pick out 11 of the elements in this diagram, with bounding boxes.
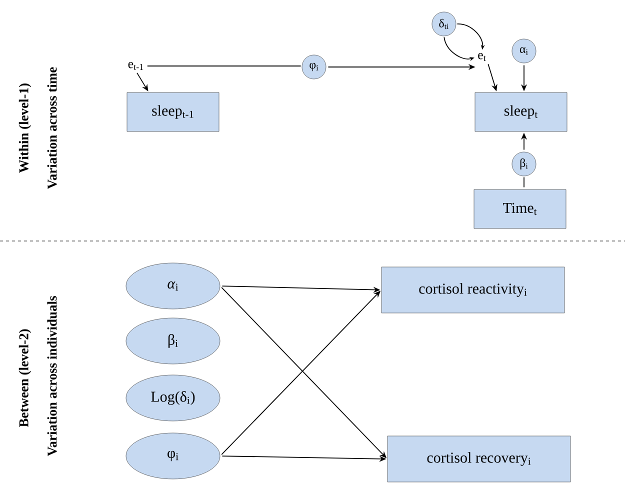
variable-label: e$_{t}$	[478, 52, 486, 61]
variable-label: e$_{t-1}$	[128, 62, 144, 70]
side-label: Variation across time	[47, 67, 57, 189]
side-label: Variation across individuals	[47, 296, 57, 456]
side-label: Within (level-1)	[18, 84, 32, 173]
variable-box: sleep$_{t}$	[474, 92, 568, 132]
side-label: Between (level-2)	[18, 329, 32, 428]
variable-box: Time$_{t}$	[474, 189, 566, 229]
variable-box: sleep$_{t-1}$	[126, 92, 220, 132]
variable-box: cortisol reactivity$_{i}$	[381, 266, 565, 314]
variable-box: cortisol recovery$_{i}$	[387, 436, 571, 482]
